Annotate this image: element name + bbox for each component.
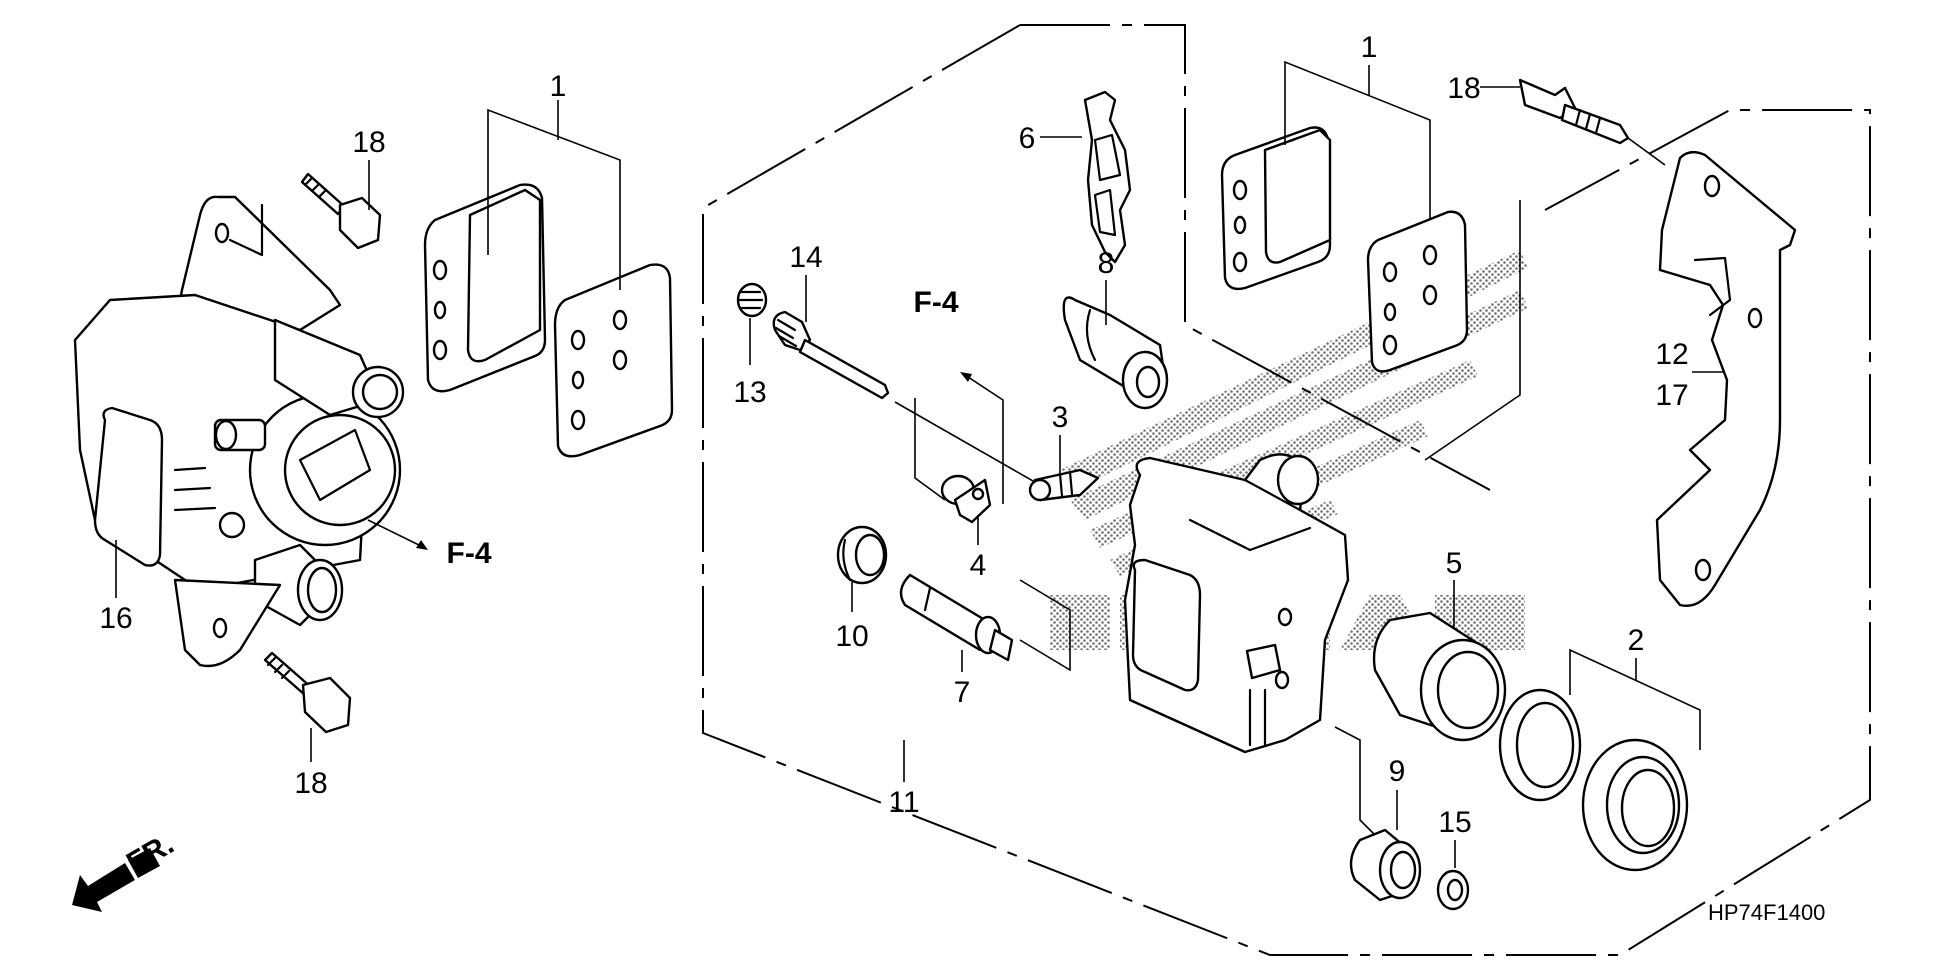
- callout-label: 12: [1655, 338, 1688, 371]
- callout-label: 16: [99, 602, 132, 635]
- callout-label: 13: [733, 376, 766, 409]
- bolt-left-top: [228, 172, 382, 257]
- bolt-left-bottom: [263, 651, 352, 734]
- pad-set-right: [1220, 60, 1469, 373]
- pad-pin-14: [772, 310, 890, 400]
- seal-set-2: [1498, 648, 1701, 872]
- callout-label: 17: [1655, 379, 1688, 412]
- pad-spring: [1083, 90, 1132, 264]
- leader-bracket-7: [1019, 579, 1071, 672]
- callout-label: 15: [1438, 806, 1471, 839]
- callout-label: 11: [888, 786, 919, 819]
- reference-arrow-left: [367, 519, 428, 550]
- left-caliper-assembly: [73, 195, 405, 668]
- washer-15: [1436, 869, 1470, 911]
- sub-assembly-frame: [702, 24, 1871, 956]
- piston-5: [1372, 611, 1507, 742]
- callout-label: 9: [1389, 755, 1406, 788]
- callout-label: 18: [352, 126, 385, 159]
- callout-label: 14: [789, 241, 822, 274]
- pad-set-left: [423, 108, 674, 458]
- drawing-code: HP74F1400: [1708, 900, 1825, 925]
- callout-label: 3: [1052, 401, 1069, 434]
- bracket-12: [1655, 150, 1797, 607]
- callout-label: 7: [954, 676, 971, 709]
- callout-label: 1: [550, 70, 567, 103]
- pin-boot-9: [1334, 726, 1422, 902]
- callout-label: 10: [835, 620, 868, 653]
- callout-label: 6: [1019, 122, 1036, 155]
- front-direction-arrow-icon: [72, 848, 160, 912]
- callout-label: 1: [1361, 31, 1378, 64]
- callout-label: 4: [970, 549, 987, 582]
- bolt-right: [1518, 78, 1666, 166]
- callout-label: 5: [1446, 547, 1463, 580]
- reference-label-center[interactable]: F-4: [914, 286, 959, 319]
- callout-label: 18: [294, 767, 327, 800]
- bleeder-cap-4: [940, 474, 992, 524]
- pin-boot-8: [1062, 296, 1169, 410]
- bleeder-valve-3: [1028, 468, 1100, 502]
- callout-label: 18: [1447, 72, 1480, 105]
- caliper-body-11: [1123, 453, 1350, 754]
- pin-bolt-7: [899, 573, 1014, 662]
- reference-arrow-center: [894, 372, 1041, 504]
- callout-label: 2: [1628, 624, 1645, 657]
- callout-label: 8: [1098, 247, 1115, 280]
- frame-connector: [1424, 200, 1521, 461]
- reference-label-left[interactable]: F-4: [447, 537, 492, 570]
- plug-13: [736, 282, 768, 318]
- boot-10: [836, 525, 888, 585]
